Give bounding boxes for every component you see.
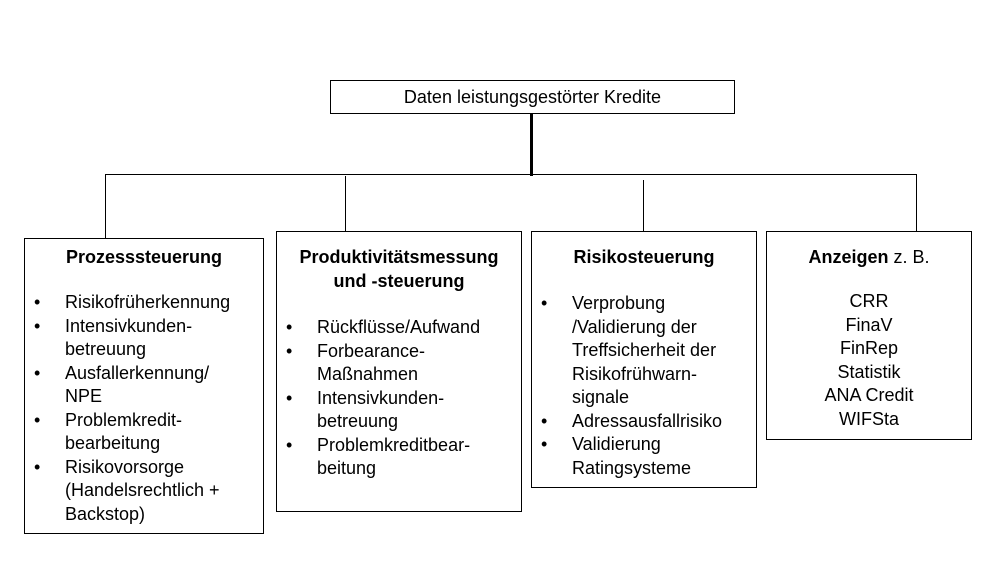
list-item: WIFSta: [838, 408, 899, 429]
list-item: Rückflüsse/Aufwand: [277, 316, 521, 340]
box-risikosteuerung: Risikosteuerung Verprobung /Validierung …: [531, 231, 757, 488]
list-item: Forbearance- Maßnahmen: [277, 340, 521, 387]
list-item: Ausfallerkennung/ NPE: [25, 362, 263, 409]
report-list: CRR FinaV FinRep Statistik ANA Credit WI…: [767, 290, 971, 431]
horizontal-connector: [105, 174, 917, 176]
root-label: Daten leistungsgestörter Kredite: [403, 86, 662, 107]
box-prozesssteuerung: Prozesssteuerung Risikofrüherkennung Int…: [24, 238, 264, 534]
list-item: FinaV: [845, 314, 893, 335]
box-title-suffix: z. B.: [888, 247, 930, 267]
box-title: Risikosteuerung: [573, 247, 715, 267]
list-item: Adressausfallrisiko: [532, 410, 756, 434]
box-produktivitaetsmessung: Produktivitätsmessung und -steuerung Rüc…: [276, 231, 522, 512]
list-item: Statistik: [837, 361, 901, 382]
connector-2: [345, 176, 347, 232]
list-item: Problemkreditbear- beitung: [277, 434, 521, 481]
box-anzeigen: Anzeigen z. B. CRR FinaV FinRep Statisti…: [766, 231, 972, 440]
connector-4: [916, 174, 918, 232]
box-title: Anzeigen z. B.: [767, 245, 971, 269]
list-item: Verprobung /Validierung der Treffsicherh…: [532, 292, 756, 410]
list-item: Risikofrüherkennung: [25, 291, 263, 315]
list-item: ANA Credit: [824, 385, 914, 405]
box-title: Prozesssteuerung: [65, 247, 223, 267]
list-item: Intensivkunden- betreuung: [277, 387, 521, 434]
connector-3: [643, 180, 645, 232]
list-item: FinRep: [839, 338, 899, 358]
root-connector: [530, 114, 533, 176]
list-item: Risikovorsorge (Handelsrechtlich + Backs…: [25, 456, 263, 527]
list-item: Validierung Ratingsysteme: [532, 433, 756, 480]
root-node: Daten leistungsgestörter Kredite: [330, 80, 735, 114]
box-title-main: Anzeigen: [808, 247, 889, 267]
box-title: Produktivitätsmessung und -steuerung: [299, 247, 499, 291]
list-item: Intensivkunden- betreuung: [25, 315, 263, 362]
list-item: Problemkredit- bearbeitung: [25, 409, 263, 456]
list-item: CRR: [849, 291, 889, 311]
connector-1: [105, 174, 107, 239]
